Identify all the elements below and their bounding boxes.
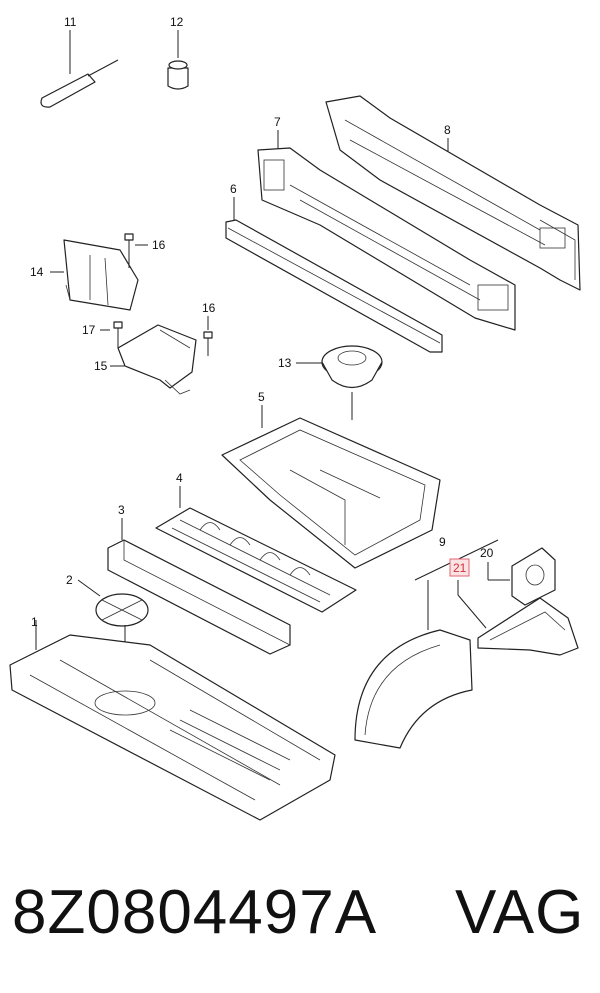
part-13-wheel-holder — [296, 345, 383, 420]
part-6-strip — [225, 197, 443, 353]
label-13: 13 — [278, 356, 292, 370]
label-5: 5 — [258, 390, 265, 404]
part-8-rear-panel — [325, 95, 581, 291]
part-number: 8Z0804497A — [12, 878, 378, 947]
label-21: 21 — [453, 561, 467, 575]
highlight-box-21 — [449, 558, 470, 577]
label-4: 4 — [176, 471, 183, 485]
part-16-bolt-b — [203, 316, 213, 356]
label-12: 12 — [170, 15, 184, 29]
label-1: 1 — [31, 615, 38, 629]
label-2: 2 — [66, 573, 73, 587]
label-7: 7 — [274, 115, 281, 129]
label-6: 6 — [230, 182, 237, 196]
label-3: 3 — [118, 503, 125, 517]
label-16-right: 16 — [202, 301, 216, 315]
label-16-top: 16 — [152, 238, 166, 252]
part-16-bolt-a — [124, 233, 148, 268]
part-1-floor — [9, 620, 336, 821]
part-17-bolt — [100, 321, 123, 348]
part-5-wheel-well — [221, 405, 441, 569]
part-9-wheel-arch — [354, 539, 499, 749]
part-12-cap — [167, 30, 189, 90]
label-20: 20 — [480, 546, 494, 560]
label-8: 8 — [444, 123, 451, 137]
part-15-plate — [110, 324, 197, 395]
brand-label: VAG — [455, 878, 585, 947]
part-11-tool — [40, 30, 119, 108]
part-20-bracket — [487, 547, 556, 606]
part-7-panel — [257, 130, 516, 331]
label-17: 17 — [82, 323, 96, 337]
part-21-bracket — [457, 580, 579, 656]
label-9: 9 — [439, 535, 446, 549]
label-15: 15 — [94, 359, 108, 373]
part-4-floor-panel — [155, 486, 357, 613]
label-11: 11 — [64, 15, 77, 29]
exploded-parts-diagram: 11 12 8 7 6 16 14 16 17 13 15 5 4 3 9 20… — [9, 15, 581, 821]
part-3-beam — [107, 518, 291, 655]
part-14-bracket — [50, 239, 139, 311]
label-14: 14 — [30, 265, 44, 279]
